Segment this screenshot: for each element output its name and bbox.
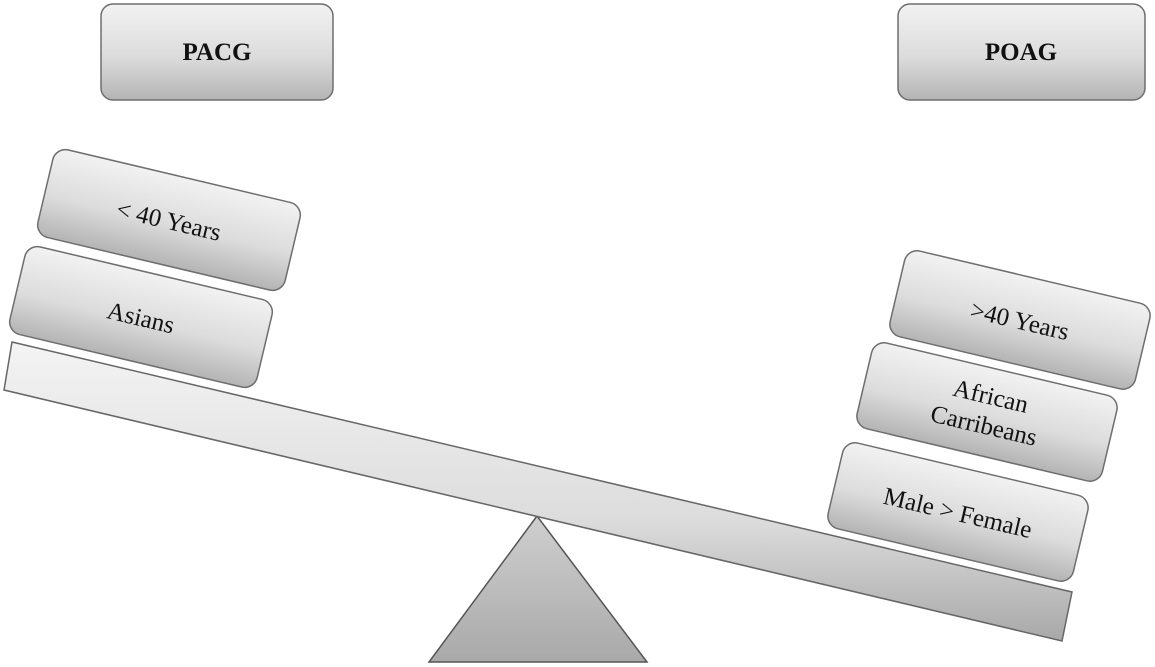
header-pacg: PACG bbox=[100, 3, 334, 101]
header-pacg-label: PACG bbox=[183, 39, 252, 66]
right-block-ethnicity: African Carribeans bbox=[856, 342, 1118, 482]
header-poag: POAG bbox=[897, 3, 1146, 101]
right-block-sex: Male > Female bbox=[827, 442, 1089, 582]
right-block-age: >40 Years bbox=[889, 250, 1151, 390]
left-block-age: < 40 Years bbox=[36, 148, 302, 292]
fulcrum-triangle bbox=[427, 514, 649, 663]
seesaw-beam bbox=[3, 341, 1073, 642]
header-poag-label: POAG bbox=[985, 39, 1057, 66]
left-block-ethnicity: Asians bbox=[8, 245, 274, 389]
